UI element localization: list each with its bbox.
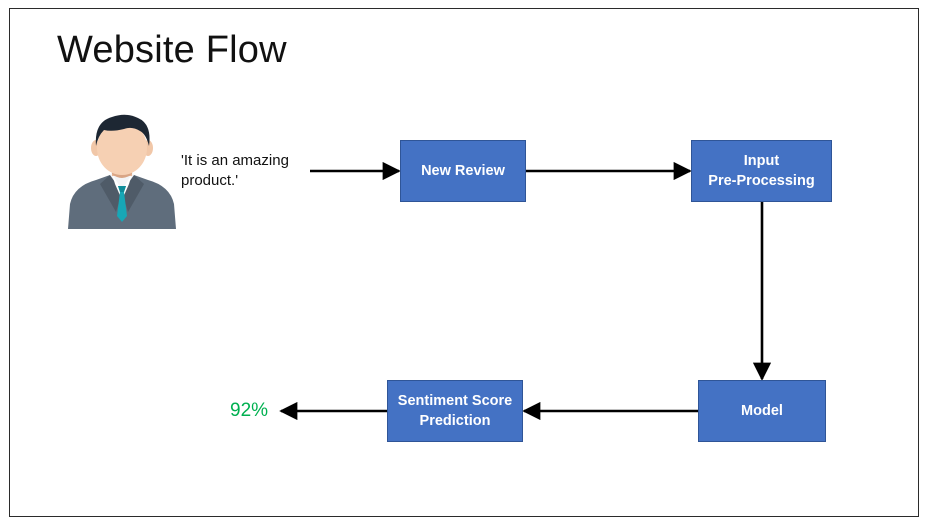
sentiment-label-line2: Prediction: [419, 413, 491, 429]
new-review-step: New Review: [400, 140, 526, 202]
model-label: Model: [741, 403, 783, 419]
sentiment-score-result: 92%: [230, 400, 269, 421]
review-quote-line: product.': [181, 172, 239, 189]
review-quote-line: 'It is an amazing: [181, 152, 289, 169]
preprocessing-label-line1: Input: [743, 153, 780, 169]
model-step: Model: [698, 380, 826, 442]
sentiment-prediction-step: Sentiment Score Prediction: [387, 380, 523, 442]
page-title: Website Flow: [57, 29, 287, 71]
businessman-avatar-icon: [68, 114, 176, 229]
preprocessing-label-line2: Pre-Processing: [708, 173, 815, 189]
preprocessing-step: Input Pre-Processing: [691, 140, 832, 202]
review-quote: 'It is an amazing product.': [181, 151, 311, 191]
sentiment-label-line1: Sentiment Score: [397, 393, 513, 409]
new-review-label: New Review: [421, 163, 505, 179]
